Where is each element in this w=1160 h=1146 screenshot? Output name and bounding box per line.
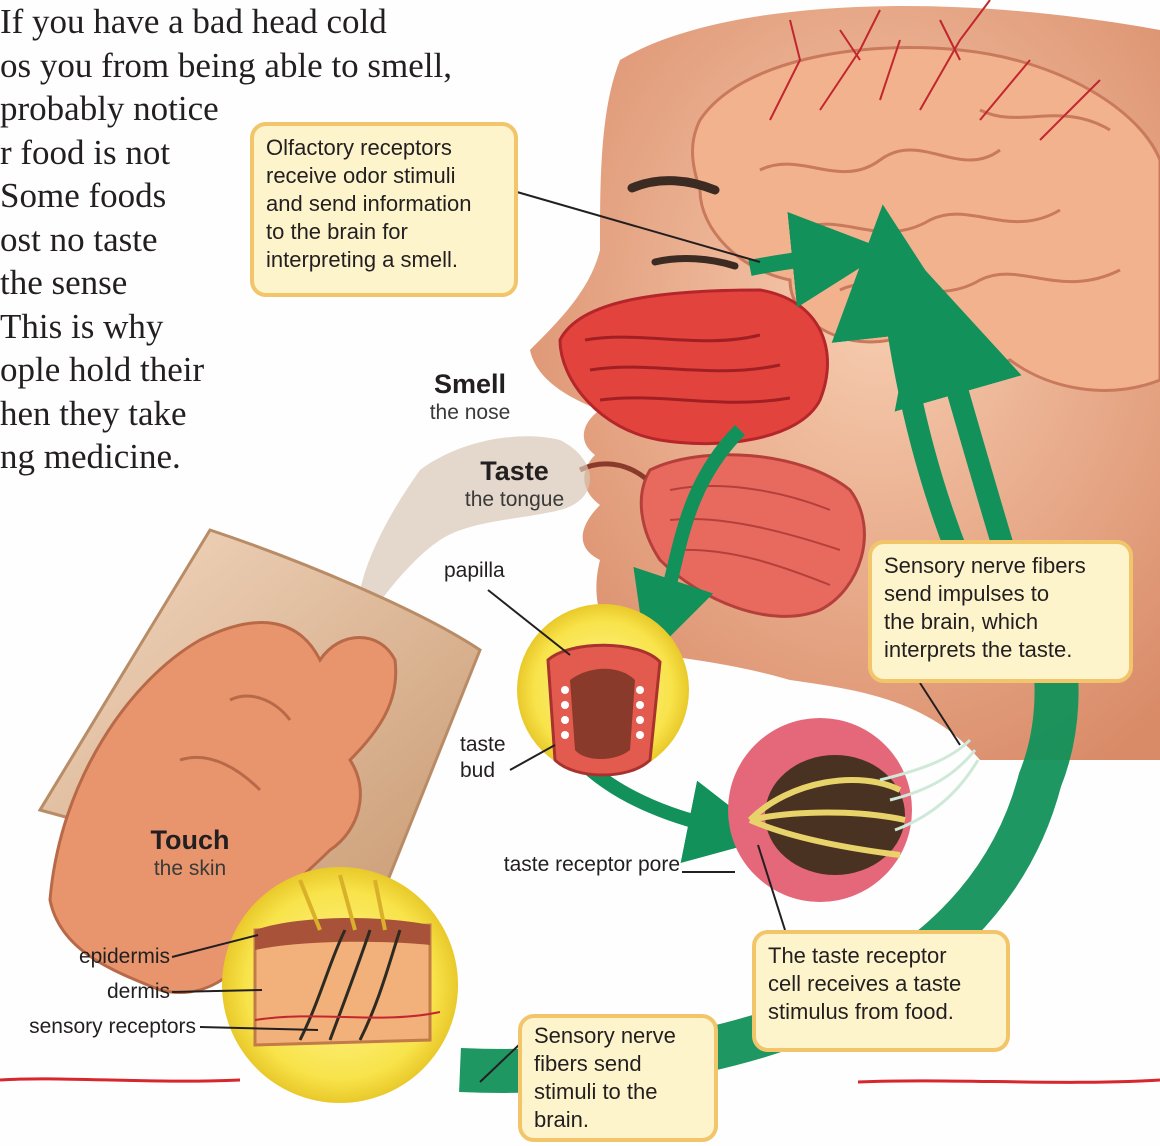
- callout-nerve-taste: Sensory nerve fibers send impulses to th…: [868, 540, 1133, 683]
- sense-title: Smell: [415, 368, 525, 400]
- callout-line: the brain, which: [884, 608, 1117, 636]
- sense-subtitle: the skin: [140, 856, 240, 882]
- intro-line: ng medicine.: [0, 435, 480, 479]
- sense-touch: Touch the skin: [140, 824, 240, 882]
- callout-line: Sensory nerve: [534, 1022, 702, 1050]
- callout-line: stimuli to the: [534, 1078, 702, 1106]
- label-papilla: papilla: [444, 558, 505, 584]
- callout-olfactory: Olfactory receptors receive odor stimuli…: [250, 122, 518, 297]
- sense-subtitle: the tongue: [452, 487, 577, 513]
- intro-line: hen they take: [0, 392, 480, 436]
- callout-line: Olfactory receptors: [266, 134, 502, 162]
- callout-line: The taste receptor: [768, 942, 994, 970]
- intro-line: This is why: [0, 305, 480, 349]
- callout-line: send impulses to: [884, 580, 1117, 608]
- intro-line: ople hold their: [0, 348, 480, 392]
- sense-title: Taste: [452, 455, 577, 487]
- label-dermis: dermis: [40, 979, 170, 1005]
- sense-taste: Taste the tongue: [452, 455, 577, 513]
- callout-receptor-cell: The taste receptor cell receives a taste…: [752, 930, 1010, 1052]
- label-taste-receptor-pore: taste receptor pore: [470, 852, 680, 878]
- intro-line: os you from being able to smell,: [0, 44, 480, 88]
- sense-smell: Smell the nose: [415, 368, 525, 426]
- callout-line: and send information: [266, 190, 502, 218]
- callout-line: fibers send: [534, 1050, 702, 1078]
- sense-title: Touch: [140, 824, 240, 856]
- label-epidermis: epidermis: [40, 944, 170, 970]
- label-taste-bud-1: taste: [460, 732, 506, 758]
- divider-line-right: [858, 1080, 1160, 1082]
- callout-line: interpreting a smell.: [266, 246, 502, 274]
- callout-line: Sensory nerve fibers: [884, 552, 1117, 580]
- callout-line: cell receives a taste: [768, 970, 994, 998]
- callout-line: to the brain for: [266, 218, 502, 246]
- divider-line-left: [0, 1079, 240, 1081]
- sense-subtitle: the nose: [415, 400, 525, 426]
- callout-line: receive odor stimuli: [266, 162, 502, 190]
- callout-line: interprets the taste.: [884, 636, 1117, 664]
- intro-line: If you have a bad head cold: [0, 0, 480, 44]
- callout-nerve-touch: Sensory nerve fibers send stimuli to the…: [518, 1014, 718, 1142]
- label-sensory-receptors: sensory receptors: [0, 1014, 196, 1040]
- label-taste-bud-2: bud: [460, 758, 495, 784]
- callout-line: stimulus from food.: [768, 998, 994, 1026]
- callout-line: brain.: [534, 1106, 702, 1134]
